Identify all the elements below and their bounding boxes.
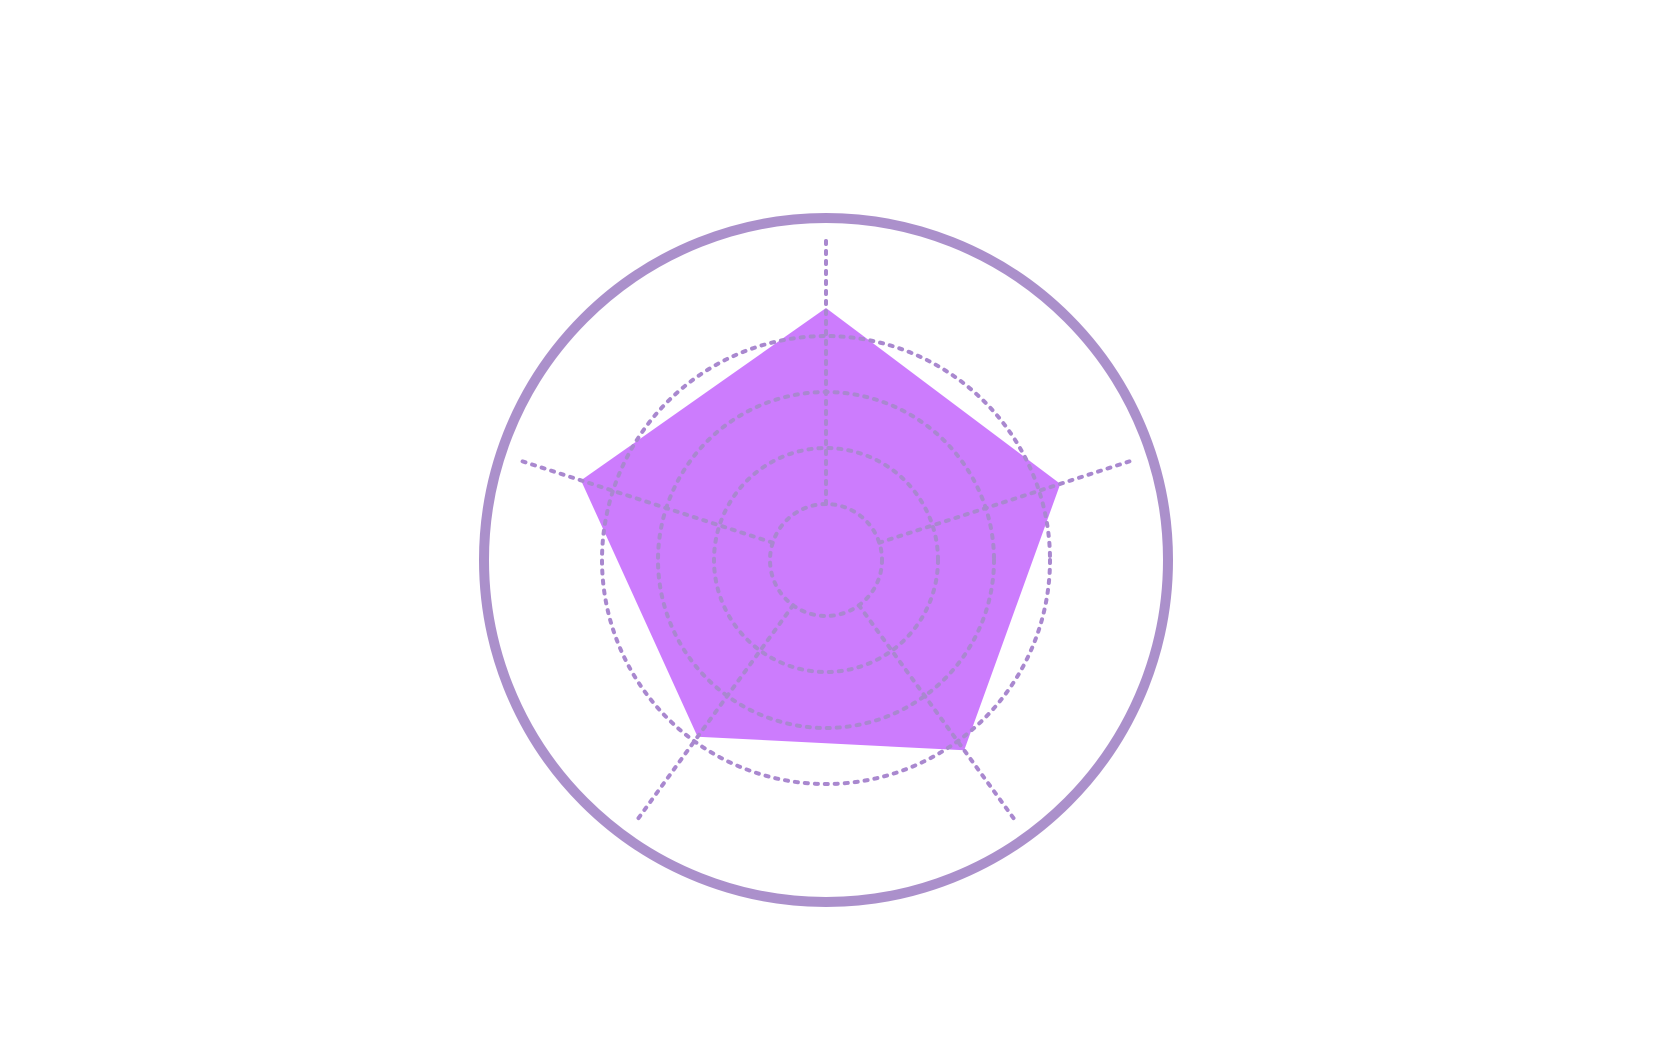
series-layer (581, 308, 1061, 751)
outer-ring (479, 213, 1173, 907)
axis-spoke-4 (515, 457, 775, 545)
axis-spoke-3 (633, 603, 796, 825)
outer-ring-layer (479, 213, 1173, 907)
grid-layer (515, 233, 1137, 825)
axis-spoke-1 (877, 457, 1137, 545)
grid-ring-1 (712, 446, 940, 674)
series-polygon-0 (581, 308, 1061, 751)
grid-ring-3 (600, 334, 1052, 786)
axis-spoke-2 (856, 603, 1019, 825)
